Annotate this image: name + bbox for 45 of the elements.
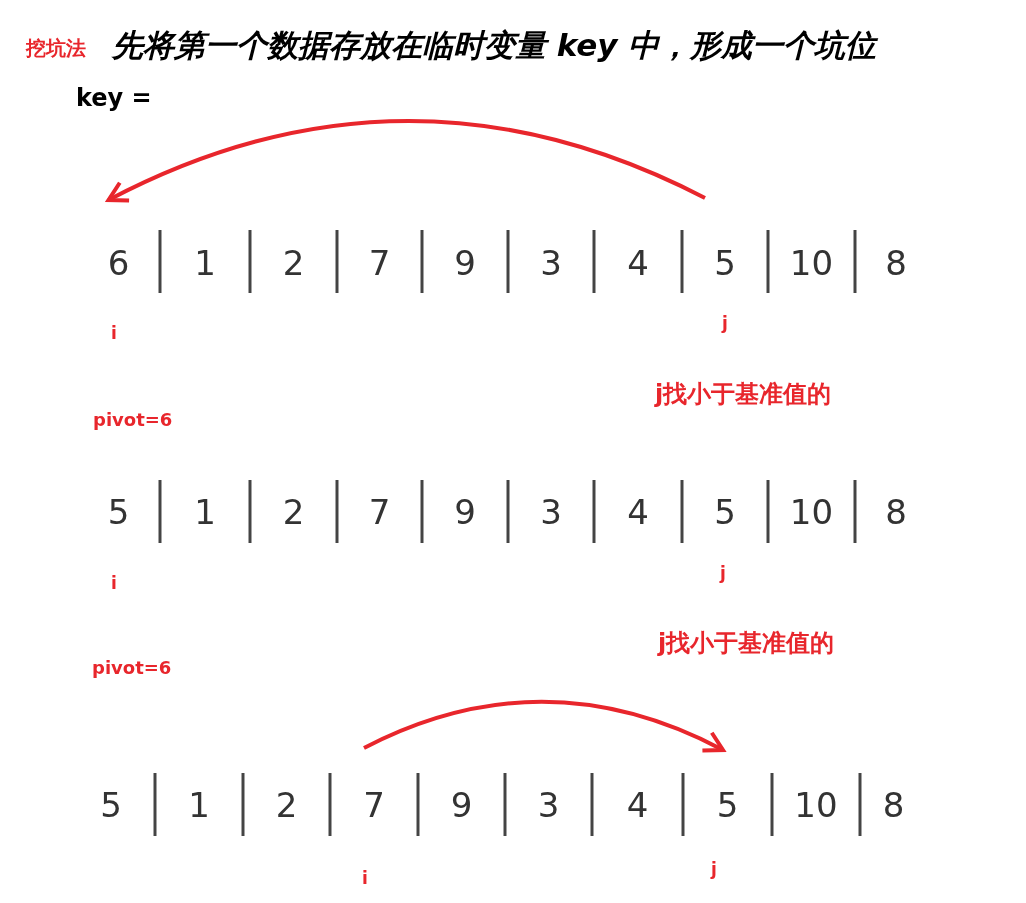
pointer-label: i bbox=[111, 325, 117, 342]
pivot-label: pivot=6 bbox=[93, 411, 173, 429]
array-cell: 4 bbox=[594, 195, 682, 295]
heading: 先将第一个数据存放在临时变量 key 中，形成一个坑位 bbox=[112, 30, 877, 61]
array-cell: 4 bbox=[594, 445, 682, 545]
array-cell: 3 bbox=[505, 745, 592, 838]
array-cell: 9 bbox=[418, 745, 505, 838]
array-cell: 9 bbox=[422, 445, 508, 545]
array-cell: 10 bbox=[772, 745, 860, 838]
note: j找小于基准值的 bbox=[658, 631, 835, 655]
array-cell: 6 bbox=[77, 195, 160, 295]
array-cell: 7 bbox=[337, 195, 422, 295]
array-cell: 2 bbox=[250, 195, 337, 295]
array-cell: 4 bbox=[592, 745, 683, 838]
array-cell: 2 bbox=[250, 445, 337, 545]
array-cell: 10 bbox=[768, 445, 855, 545]
pointer-label: j bbox=[722, 315, 728, 332]
pointer-label: i bbox=[111, 575, 117, 592]
array-cell: 5 bbox=[67, 745, 155, 838]
array-cell: 3 bbox=[508, 445, 594, 545]
pointer-label: j bbox=[720, 565, 726, 582]
array-cell: 10 bbox=[768, 195, 855, 295]
array-cell: 8 bbox=[855, 445, 937, 545]
array-cell: 1 bbox=[160, 445, 250, 545]
arrow bbox=[106, 119, 706, 204]
array-cell: 3 bbox=[508, 195, 594, 295]
pointer-label: j bbox=[711, 861, 717, 878]
pointer-label: i bbox=[362, 870, 368, 887]
array-cell: 8 bbox=[860, 745, 927, 838]
array-cell: 5 bbox=[682, 195, 768, 295]
array-cell: 8 bbox=[855, 195, 937, 295]
array-cell: 5 bbox=[77, 445, 160, 545]
array-cell: 5 bbox=[683, 745, 772, 838]
pivot-label: pivot=6 bbox=[92, 659, 172, 677]
key-label: key = bbox=[76, 86, 152, 110]
note: j找小于基准值的 bbox=[655, 382, 832, 406]
array-cell: 5 bbox=[682, 445, 768, 545]
array-cell: 9 bbox=[422, 195, 508, 295]
array-cell: 7 bbox=[337, 445, 422, 545]
array-cell: 1 bbox=[160, 195, 250, 295]
array-cell: 1 bbox=[155, 745, 243, 838]
array-cell: 2 bbox=[243, 745, 330, 838]
array-cell: 7 bbox=[330, 745, 418, 838]
method-title: 挖坑法 bbox=[26, 38, 86, 58]
arrow bbox=[363, 699, 725, 754]
